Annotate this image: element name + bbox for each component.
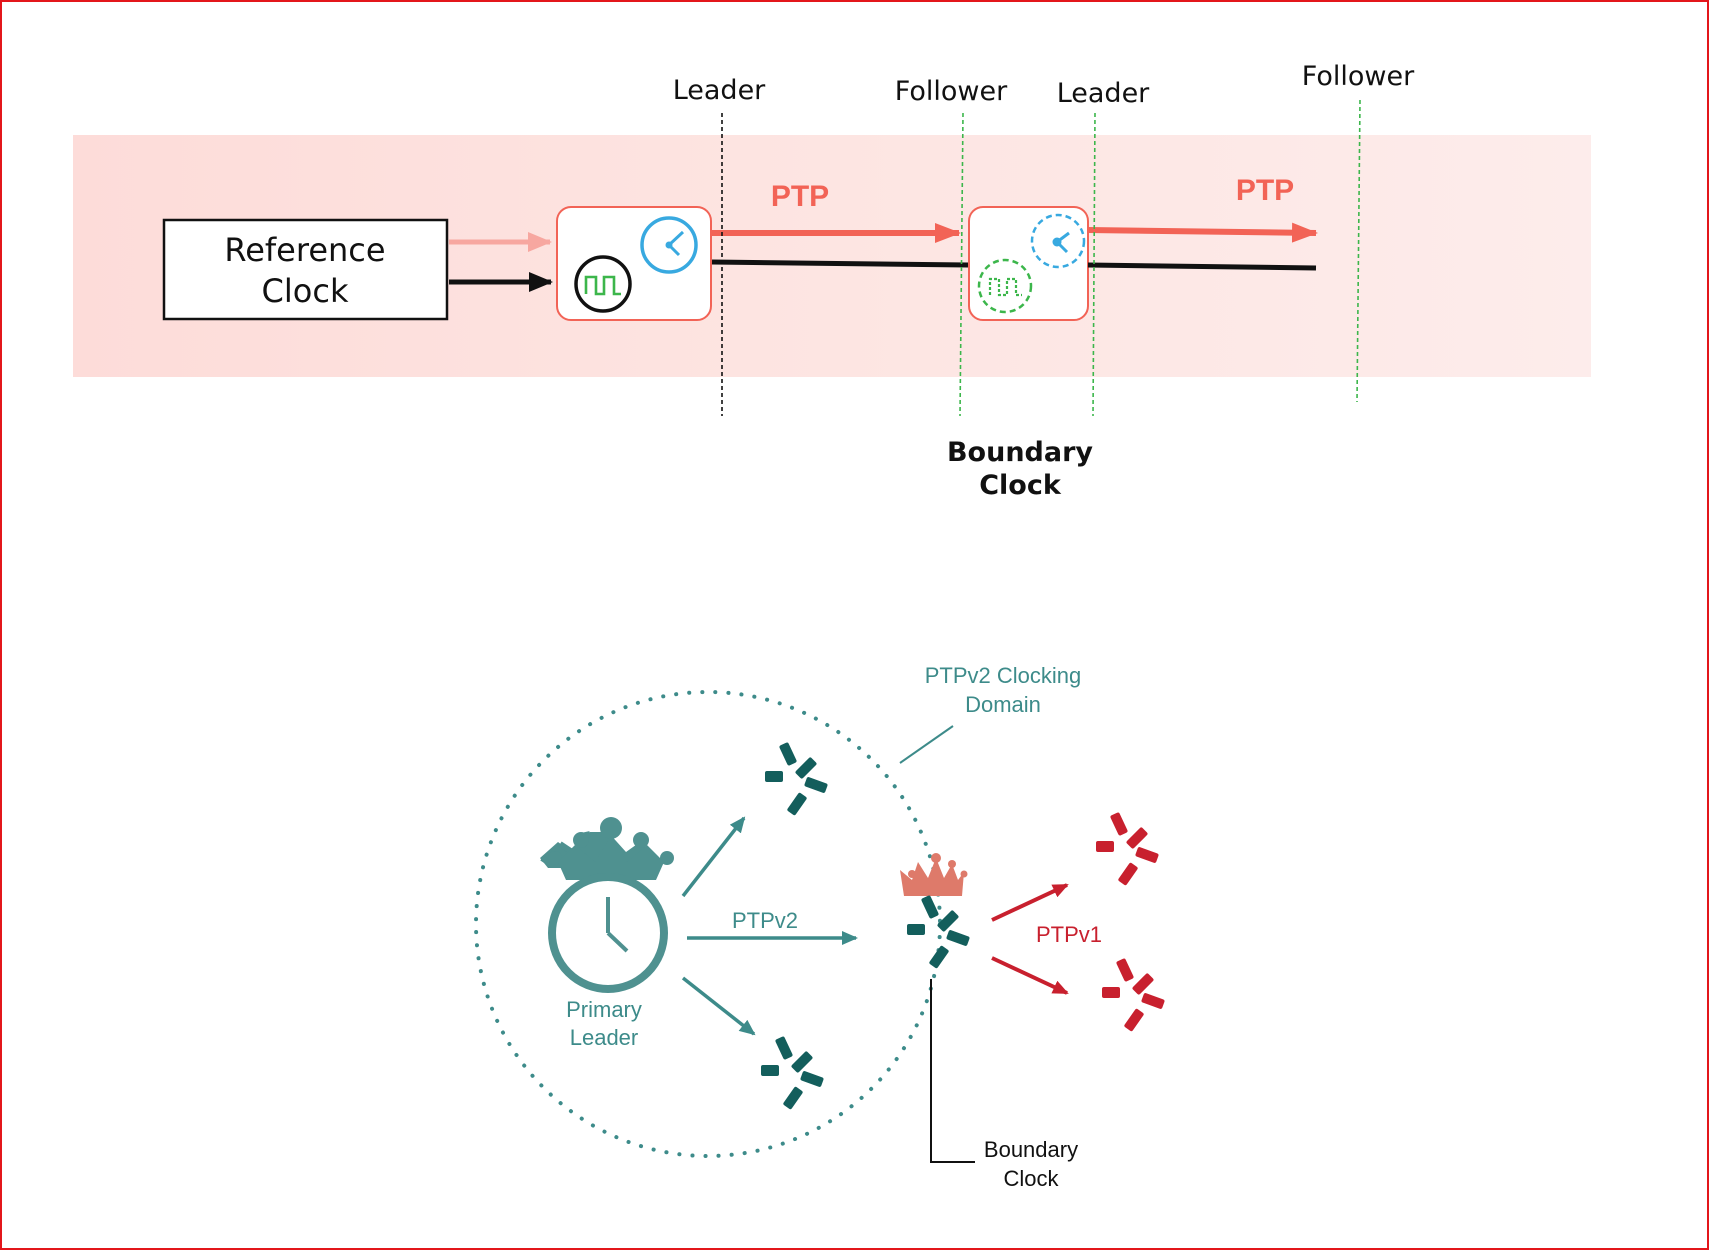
ptpv1-arrow-up	[991, 883, 1069, 922]
ptp-label-1: PTP	[771, 180, 829, 213]
boundary-clock-callout-line2: Clock	[1003, 1166, 1059, 1191]
primary-leader-clock-icon	[548, 873, 668, 993]
ptp-chain-diagram: Reference Clock PTP	[73, 61, 1591, 501]
clocking-domain-boundary	[474, 690, 942, 1158]
boundary-clock-caption-line1: Boundary	[947, 437, 1093, 468]
ptpv2-label: PTPv2	[732, 908, 798, 933]
ptpv2-arrow-down	[681, 976, 756, 1036]
domain-label-pointer	[899, 725, 954, 764]
ptpv1-arrow-down	[991, 956, 1069, 995]
follower-device-icon-top	[765, 742, 828, 816]
follower-divider-1	[959, 112, 964, 417]
black-line-1	[711, 259, 969, 268]
ptpv1-device-icon-top	[1096, 812, 1159, 886]
boundary-clock-callout-line	[930, 979, 975, 1163]
blue-clock-icon	[640, 216, 698, 274]
follower-divider-2	[1356, 99, 1361, 403]
domain-label-line2: Domain	[965, 692, 1041, 717]
crown-icon	[540, 817, 674, 880]
ptpv1-device-icon-bottom	[1102, 958, 1165, 1032]
ptp-label-2: PTP	[1236, 174, 1294, 207]
domain-label-line1: PTPv2 Clocking	[925, 663, 1082, 688]
reference-clock-label-line1: Reference	[224, 231, 385, 269]
leader-divider-2	[1092, 112, 1096, 417]
boundary-clock-caption-line2: Clock	[979, 470, 1062, 501]
ptp-domain-diagram: PTPv2 Clocking Domain Primary Leader PTP…	[474, 663, 1165, 1191]
follower-device-icon-bottom	[761, 1036, 824, 1110]
dashed-square-wave-icon	[977, 258, 1033, 314]
square-wave-icon	[574, 255, 632, 313]
port-label-follower-1: Follower	[895, 76, 1008, 107]
port-label-follower-2: Follower	[1302, 61, 1415, 92]
ptpv1-label: PTPv1	[1036, 922, 1102, 947]
black-line-2	[1087, 262, 1317, 271]
port-label-leader-1: Leader	[673, 75, 766, 106]
dashed-clock-icon	[1030, 213, 1086, 269]
boundary-clock-device-icon	[907, 895, 970, 969]
primary-leader-label-line1: Primary	[566, 997, 642, 1022]
port-label-leader-2: Leader	[1057, 78, 1150, 109]
boundary-crown-icon	[900, 853, 968, 896]
reference-clock-label-line2: Clock	[262, 272, 349, 310]
boundary-clock-callout-line1: Boundary	[984, 1137, 1078, 1162]
primary-leader-label-line2: Leader	[570, 1025, 639, 1050]
ptp-arrow-2	[1087, 222, 1318, 243]
ptpv2-arrow-up	[681, 816, 746, 898]
reference-clock-box	[162, 218, 449, 321]
